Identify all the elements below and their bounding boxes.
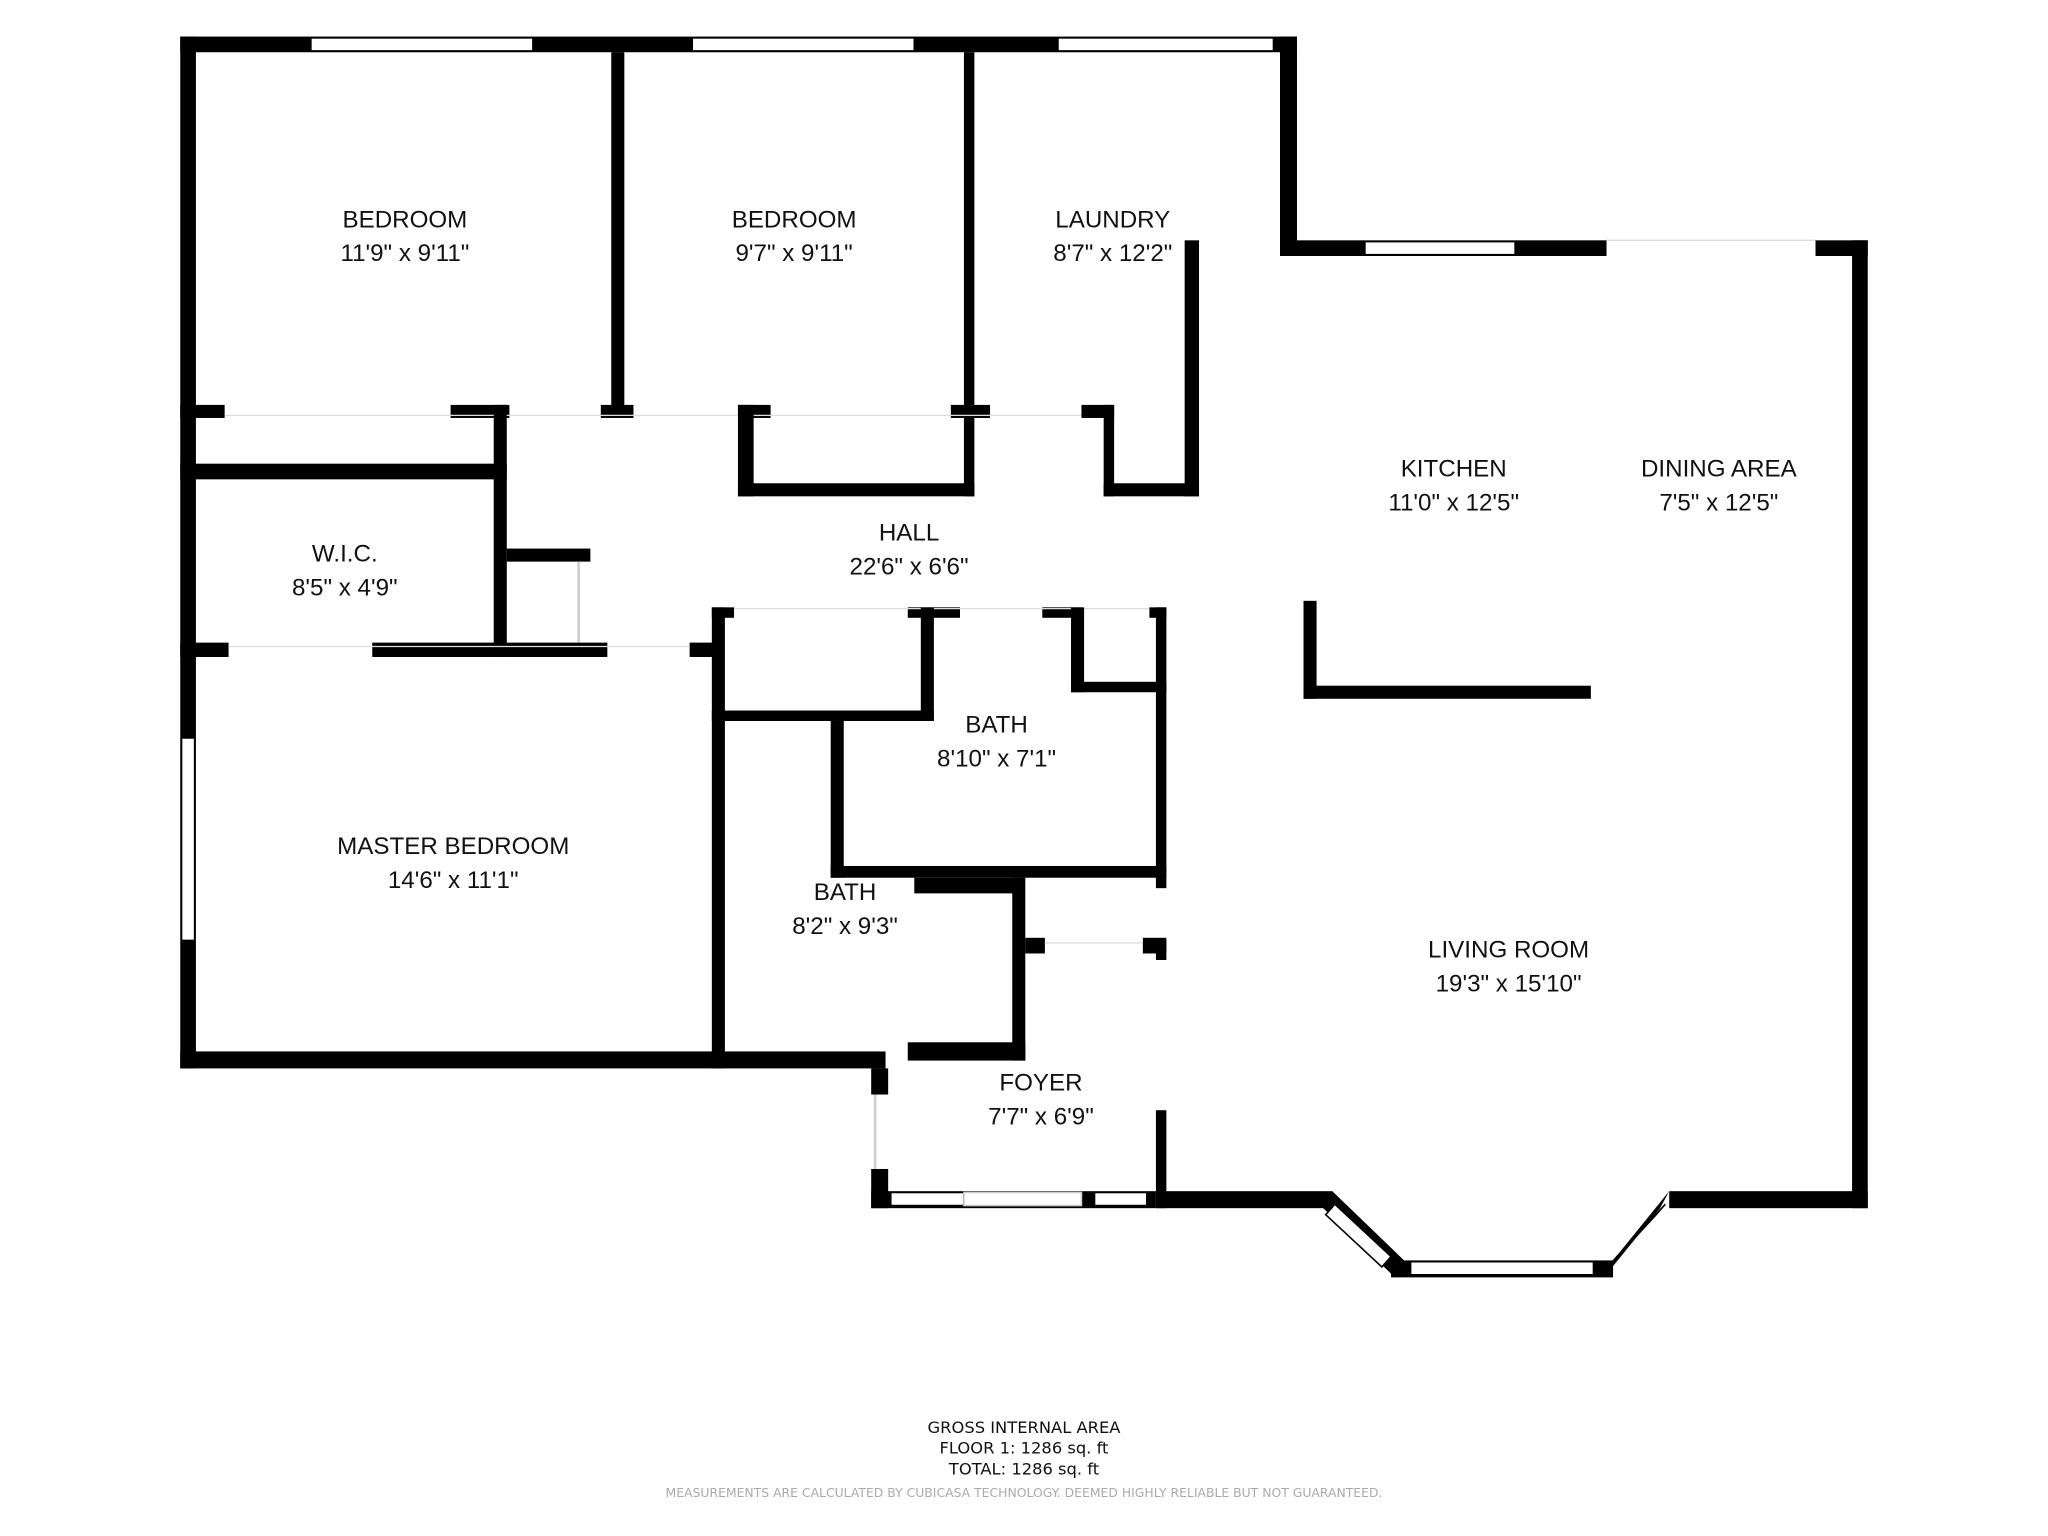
area-title: GROSS INTERNAL AREA: [928, 1418, 1122, 1437]
room-size: 8'10" x 7'1": [937, 746, 1056, 773]
room-name: BATH: [814, 879, 877, 906]
room-size: 19'3" x 15'10": [1436, 970, 1582, 997]
room-size: 7'5" x 12'5": [1659, 490, 1778, 517]
window: [1364, 240, 1516, 256]
room-size: 11'0" x 12'5": [1388, 490, 1519, 517]
room-size: 11'9" x 9'11": [340, 240, 469, 267]
window: [1057, 37, 1275, 52]
room-name: W.I.C.: [312, 541, 378, 568]
area-total: TOTAL: 1286 sq. ft: [948, 1460, 1099, 1479]
disclaimer: MEASUREMENTS ARE CALCULATED BY CUBICASA …: [666, 1485, 1383, 1500]
window: [1409, 1260, 1595, 1276]
area-summary: GROSS INTERNAL AREA FLOOR 1: 1286 sq. ft…: [666, 1418, 1383, 1500]
room-size: 22'6" x 6'6": [850, 554, 969, 581]
room-name: FOYER: [999, 1070, 1082, 1097]
room-name: BATH: [965, 712, 1028, 739]
room-name: LAUNDRY: [1055, 206, 1170, 233]
room-size: 8'5" x 4'9": [292, 575, 398, 602]
room-labels: BEDROOM 11'9" x 9'11" BEDROOM 9'7" x 9'1…: [292, 206, 1798, 1130]
window: [310, 37, 534, 52]
room-name: LIVING ROOM: [1428, 936, 1589, 963]
room-name: BEDROOM: [732, 206, 857, 233]
window: [691, 37, 916, 52]
window: [889, 1191, 965, 1207]
room-size: 7'7" x 6'9": [988, 1104, 1094, 1131]
area-floor: FLOOR 1: 1286 sq. ft: [940, 1439, 1109, 1458]
room-size: 9'7" x 9'11": [735, 240, 852, 267]
room-size: 8'7" x 12'2": [1053, 240, 1172, 267]
room-size: 14'6" x 11'1": [388, 867, 519, 894]
walls: [180, 36, 1868, 1278]
window: [1093, 1191, 1148, 1207]
room-size: 8'2" x 9'3": [792, 913, 898, 940]
room-name: HALL: [879, 520, 939, 547]
room-name: MASTER BEDROOM: [337, 833, 569, 860]
window: [180, 737, 196, 942]
room-name: DINING AREA: [1641, 456, 1798, 483]
room-name: BEDROOM: [342, 206, 467, 233]
room-name: KITCHEN: [1401, 456, 1507, 483]
